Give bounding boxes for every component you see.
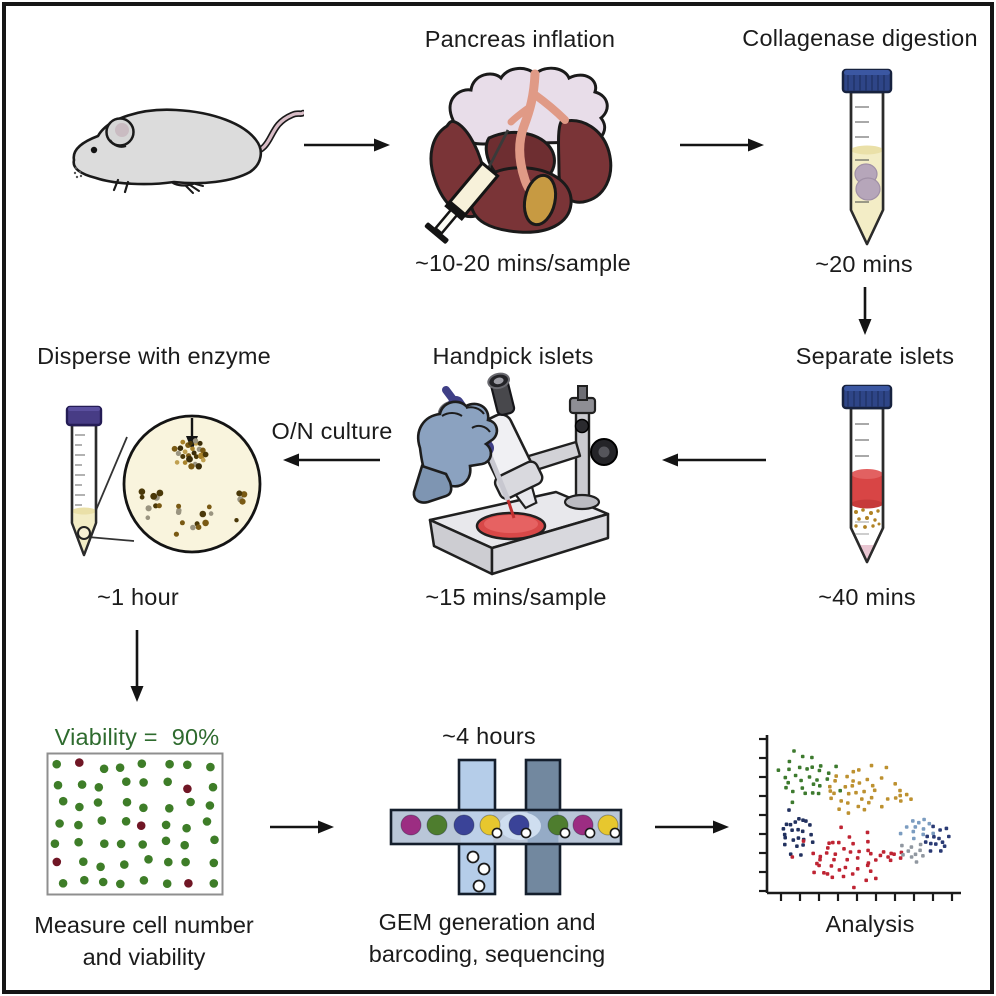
handpick-islets-time: ~15 mins/sample xyxy=(425,584,607,611)
digestion-tube-icon xyxy=(841,68,893,246)
separate-islets-title: Separate islets xyxy=(795,343,955,370)
viability-equation: Viability = 90% xyxy=(54,724,220,751)
liver-lobe-right xyxy=(557,119,613,204)
analysis-scatter-plot xyxy=(759,735,961,901)
overnight-culture-label: O/N culture xyxy=(271,418,393,445)
disperse-with-enzyme-title: Disperse with enzyme xyxy=(37,343,271,370)
collagenase-digestion-title: Collagenase digestion xyxy=(742,25,978,52)
pancreas-inflation-time: ~10-20 mins/sample xyxy=(415,250,631,277)
arrow-handpick-to-disperse xyxy=(283,453,380,467)
pancreas-inflation-title: Pancreas inflation xyxy=(424,26,616,53)
mouse-eye xyxy=(90,146,98,154)
separate-islets-time: ~40 mins xyxy=(818,584,916,611)
arrow-measure-to-gem xyxy=(270,820,334,834)
magnified-dish xyxy=(122,414,262,554)
arrow-pancreas-to-digestion xyxy=(680,138,764,152)
measure-viability-caption: Measure cell number and viability xyxy=(34,912,254,970)
plot-axes xyxy=(759,735,961,901)
arrow-separate-to-handpick xyxy=(662,453,766,467)
cluster-points xyxy=(776,749,951,890)
microscope-icon xyxy=(412,372,618,576)
glove-cuff xyxy=(412,464,453,504)
cell-dots xyxy=(50,758,219,889)
islet-dots xyxy=(854,508,881,529)
mouse-icon xyxy=(72,108,304,194)
collagenase-digestion-time: ~20 mins xyxy=(815,251,913,278)
gem-cells-and-beads xyxy=(400,812,621,893)
arrow-mouse-to-pancreas xyxy=(304,138,390,152)
pancreas-syringe-icon xyxy=(424,66,613,244)
analysis-caption: Analysis xyxy=(825,911,915,938)
viability-value: 90% xyxy=(171,724,220,751)
microfluidic-chip-icon xyxy=(389,758,623,896)
syringe-needle xyxy=(486,129,510,170)
cell-counting-box xyxy=(46,752,224,896)
gem-generation-time: ~4 hours xyxy=(442,723,536,750)
arrow-digestion-to-separate xyxy=(858,287,872,335)
disperse-enzyme-icon xyxy=(65,405,262,557)
disperse-with-enzyme-time: ~1 hour xyxy=(97,584,179,611)
cell-pellet xyxy=(858,545,876,562)
gallbladder xyxy=(522,173,558,227)
separation-tube-icon xyxy=(841,384,893,564)
gem-generation-caption: GEM generation and barcoding, sequencing xyxy=(368,909,606,967)
handpick-islets-title: Handpick islets xyxy=(432,343,594,370)
viability-label: Viability = xyxy=(54,724,158,751)
arrow-gem-to-analysis xyxy=(655,820,729,834)
mouse-body xyxy=(72,108,263,186)
syringe-barrel xyxy=(424,161,500,244)
objective-lens xyxy=(514,485,538,510)
glove xyxy=(417,400,499,488)
magnifier-source-circle xyxy=(77,526,91,540)
dispersed-cell-dots xyxy=(138,438,248,537)
pipette-tip xyxy=(506,499,516,519)
arrow-disperse-to-measure xyxy=(130,630,144,702)
